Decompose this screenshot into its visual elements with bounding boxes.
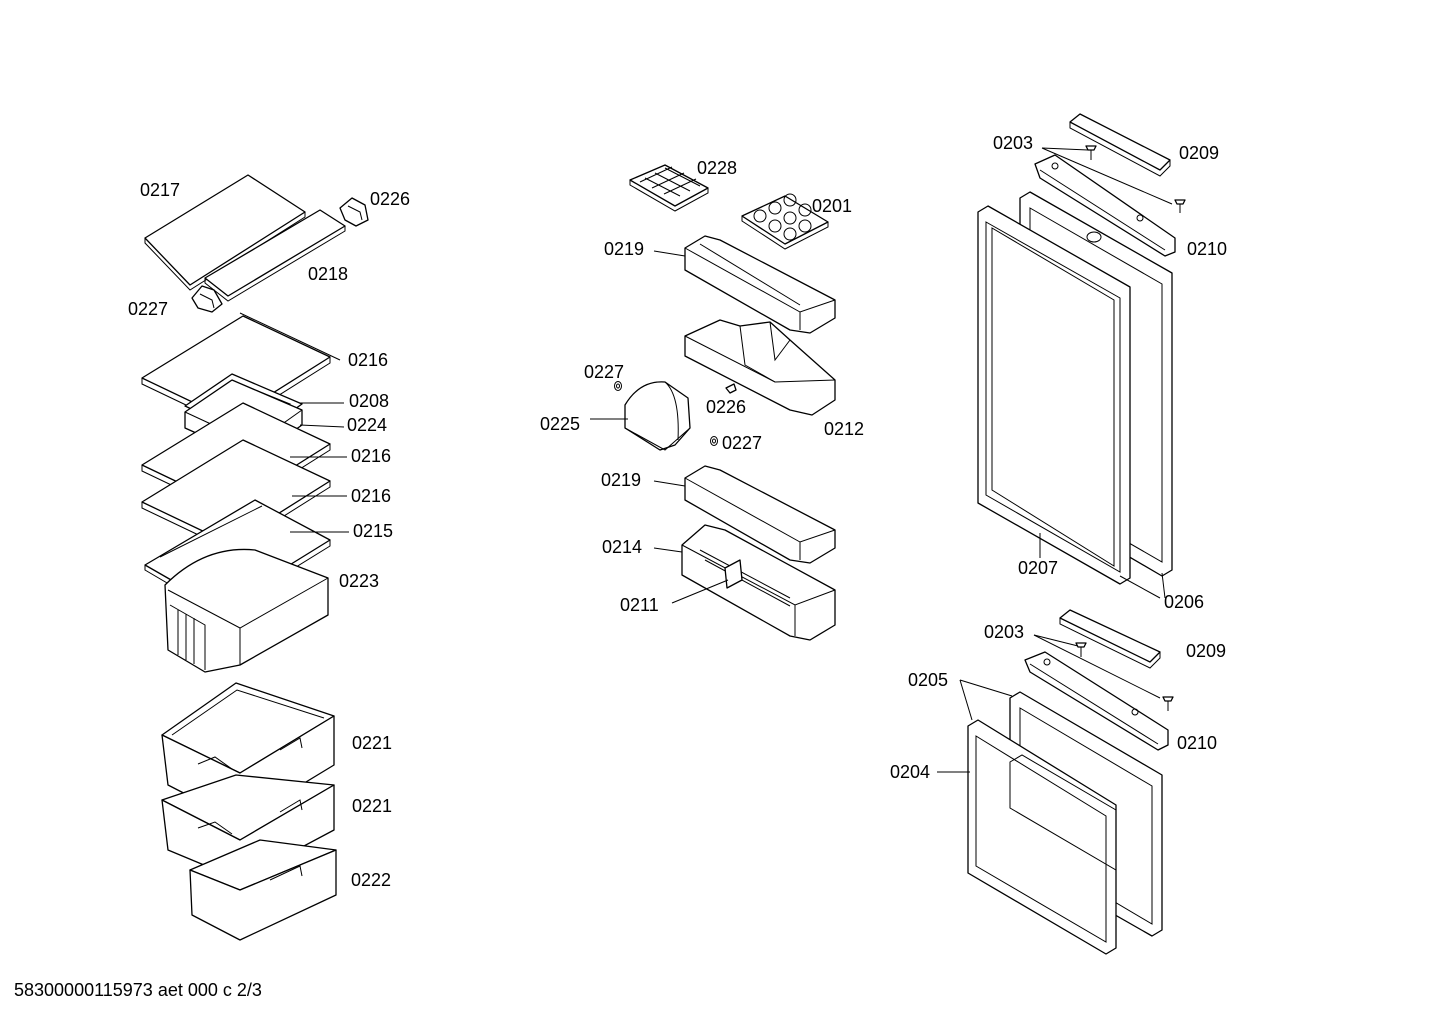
screw-0203: [1085, 145, 1186, 213]
label-0207: 0207: [1018, 558, 1058, 578]
label-0215: 0215: [353, 521, 393, 541]
label-0226-mid: 0226: [706, 397, 746, 417]
label-0204: 0204: [890, 762, 930, 782]
egg-tray-0201: [741, 193, 829, 250]
label-0216: 0216: [348, 350, 388, 370]
label-0209-b: 0209: [1186, 641, 1226, 661]
bottle-shelf-0214: [681, 524, 836, 641]
label-0210-b: 0210: [1177, 733, 1217, 753]
label-0209: 0209: [1179, 143, 1219, 163]
label-0201: 0201: [812, 196, 852, 216]
drawer-0222: [189, 839, 337, 941]
label-0214: 0214: [602, 537, 642, 557]
divider-0211: [724, 559, 743, 589]
bracket-0227: [191, 285, 223, 313]
label-0219: 0219: [604, 239, 644, 259]
drawer-0221-b: [161, 774, 335, 881]
label-0227-mid: 0227: [584, 362, 624, 382]
crisper-0223: [164, 548, 329, 673]
label-0217: 0217: [140, 180, 180, 200]
label-0203-b: 0203: [984, 622, 1024, 642]
upper-gasket-0207: [977, 205, 1131, 585]
label-0224: 0224: [347, 415, 387, 435]
shelf-0217: [144, 174, 306, 291]
label-0221: 0221: [352, 733, 392, 753]
cover-strip-0209-b: [1059, 609, 1161, 669]
label-0216-b: 0216: [351, 446, 391, 466]
label-0203: 0203: [993, 133, 1033, 153]
label-0206: 0206: [1164, 592, 1204, 612]
cover-0225: [624, 381, 691, 451]
label-0221-b: 0221: [352, 796, 392, 816]
door-shelf-0212: [684, 319, 836, 416]
label-0210: 0210: [1187, 239, 1227, 259]
label-0226: 0226: [370, 189, 410, 209]
label-0211: 0211: [620, 595, 659, 615]
label-0218: 0218: [308, 264, 348, 284]
label-0216-c: 0216: [351, 486, 391, 506]
label-0208: 0208: [349, 391, 389, 411]
label-0228: 0228: [697, 158, 737, 178]
label-0205: 0205: [908, 670, 948, 690]
label-0212: 0212: [824, 419, 864, 439]
bracket-0226: [339, 197, 369, 227]
label-0225: 0225: [540, 414, 580, 434]
ice-tray-0228: [629, 164, 709, 212]
lower-gasket-0204: [967, 719, 1117, 955]
shelf-0218: [204, 209, 346, 302]
door-shelf-0219: [684, 235, 836, 334]
label-0227-mid-b: 0227: [722, 433, 762, 453]
hinge-bracket-0210: [1034, 154, 1176, 257]
document-id: 58300000115973 aet 000 c 2/3: [14, 980, 262, 1000]
cover-strip-0209: [1069, 113, 1171, 177]
label-0222: 0222: [351, 870, 391, 890]
label-0219-b: 0219: [601, 470, 641, 490]
label-0227: 0227: [128, 299, 168, 319]
hinge-bracket-0210-b: [1024, 651, 1169, 751]
label-0223: 0223: [339, 571, 379, 591]
screw-0226: [725, 383, 737, 394]
screw-0227-b: [710, 436, 718, 446]
door-shelf-0219-b: [684, 465, 836, 564]
screw-0227: [614, 381, 622, 391]
